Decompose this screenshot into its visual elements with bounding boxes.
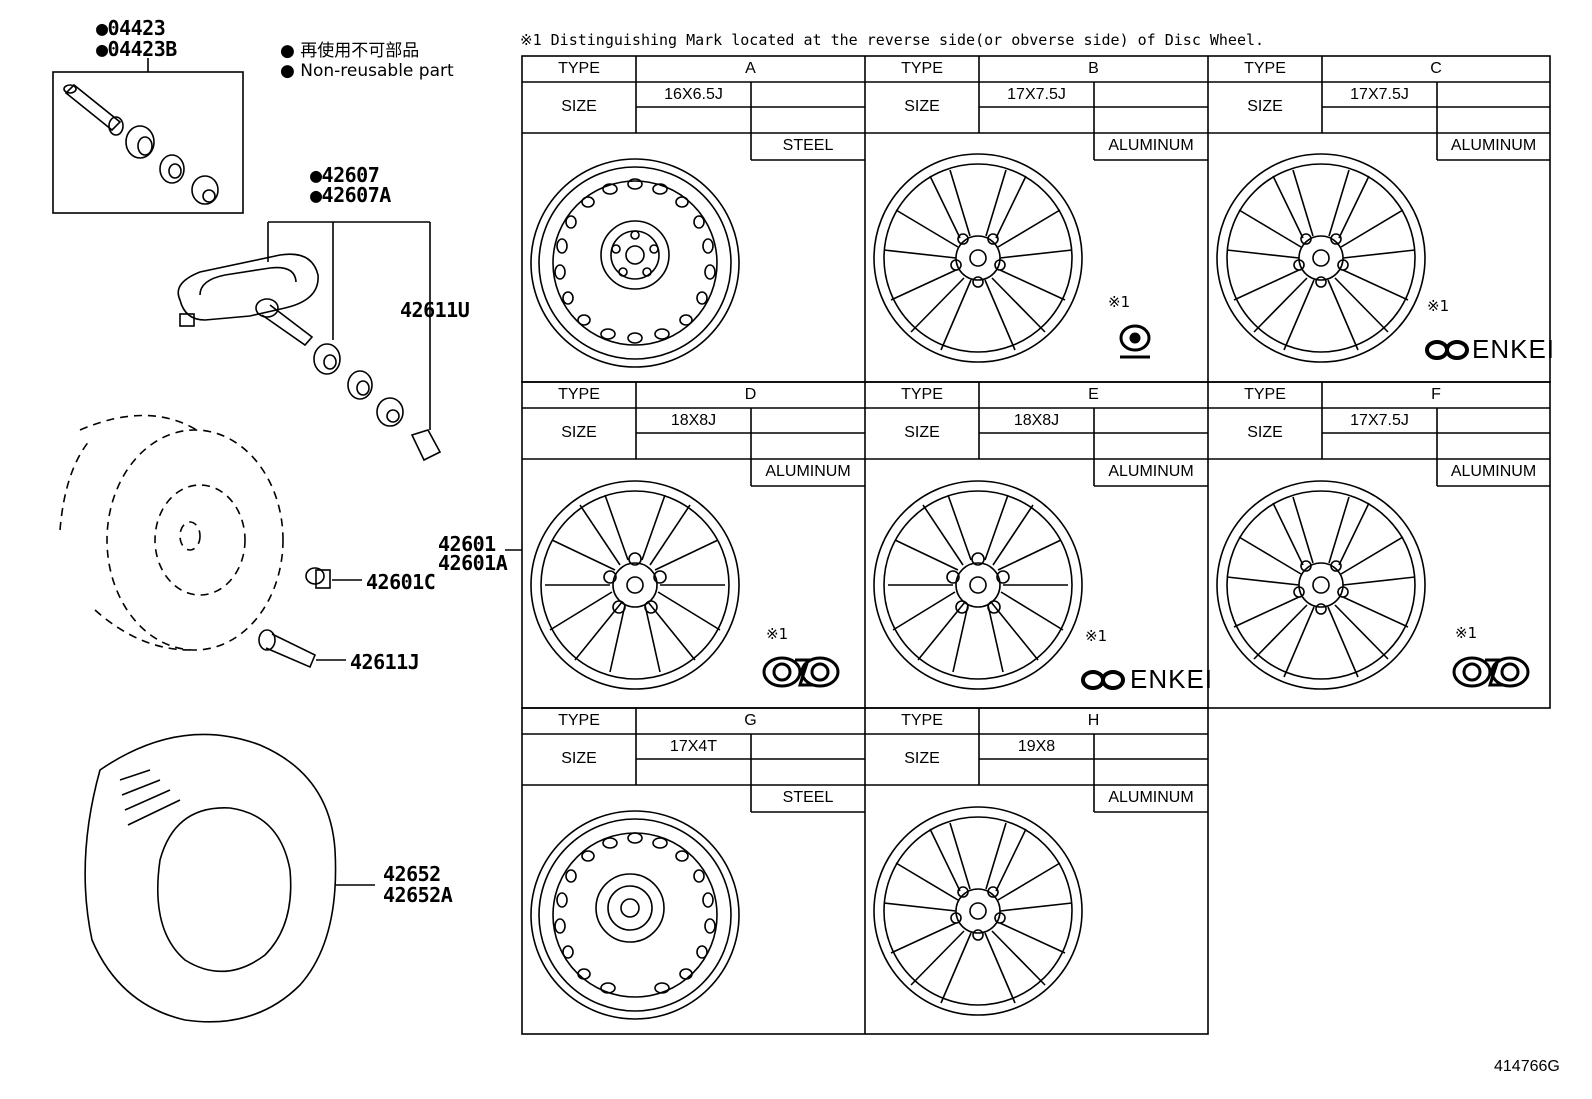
wheel-h-aluminum-icon bbox=[873, 806, 1083, 1016]
wheel-table-grid bbox=[521, 55, 1551, 1035]
type-label: TYPE bbox=[1244, 386, 1286, 403]
wheel-c-brand: ENKEI bbox=[1472, 334, 1556, 364]
wheel-g-type: G bbox=[744, 712, 757, 729]
size-label: SIZE bbox=[904, 424, 940, 441]
wheel-f-mark-ref: ※1 bbox=[1455, 624, 1478, 642]
part-42611j[interactable]: 42611J bbox=[350, 650, 420, 674]
type-label: TYPE bbox=[901, 60, 943, 77]
legend-bullet: ● bbox=[280, 41, 295, 61]
wheel-f-type: F bbox=[1431, 386, 1441, 403]
type-label: TYPE bbox=[558, 386, 600, 403]
part-42652[interactable]: 42652 bbox=[383, 862, 441, 886]
size-label: SIZE bbox=[1247, 424, 1283, 441]
type-label: TYPE bbox=[901, 712, 943, 729]
size-label: SIZE bbox=[561, 750, 597, 767]
spare-wheel-dashed-icon bbox=[59, 414, 284, 651]
part-42607[interactable]: ●42607 bbox=[310, 163, 380, 187]
wheel-g-size: 17X4T bbox=[669, 738, 718, 755]
part-04423b[interactable]: ●04423B bbox=[96, 37, 177, 61]
wheel-b-type: B bbox=[1088, 60, 1099, 77]
size-label: SIZE bbox=[561, 98, 597, 115]
wheel-e-brand: ENKEI bbox=[1130, 664, 1214, 694]
valve-kit-icon bbox=[63, 83, 219, 205]
legend-en-text: Non-reusable part bbox=[300, 61, 454, 81]
wheel-a-type: A bbox=[745, 60, 756, 77]
wheel-d-size: 18X8J bbox=[670, 412, 717, 429]
legend-japanese: ● 再使用不可部品 bbox=[280, 36, 419, 61]
size-label: SIZE bbox=[1247, 98, 1283, 115]
wheel-f-aluminum-icon bbox=[1216, 480, 1426, 690]
part-42601c[interactable]: 42601C bbox=[366, 570, 436, 594]
part-42652a[interactable]: 42652A bbox=[383, 883, 453, 907]
footnote: ※1 Distinguishing Mark located at the re… bbox=[520, 31, 1265, 49]
wheel-c-aluminum-icon bbox=[1216, 153, 1426, 363]
enkei-mark-icon-e bbox=[1081, 670, 1125, 690]
wheel-c-mark-ref: ※1 bbox=[1427, 297, 1450, 315]
wheel-g-material: STEEL bbox=[782, 789, 834, 806]
part-04423[interactable]: ●04423 bbox=[96, 16, 166, 40]
wheel-e-size: 18X8J bbox=[1013, 412, 1060, 429]
valve-stem-icon bbox=[258, 629, 317, 669]
size-label: SIZE bbox=[904, 98, 940, 115]
wheel-a-steel-icon bbox=[530, 158, 740, 368]
type-label: TYPE bbox=[558, 60, 600, 77]
type-label: TYPE bbox=[901, 386, 943, 403]
wheel-a-size: 16X6.5J bbox=[664, 86, 723, 103]
wheel-e-material: ALUMINUM bbox=[1108, 463, 1194, 480]
double-circle-mark-icon-f bbox=[1452, 656, 1530, 688]
wheel-e-type: E bbox=[1088, 386, 1099, 403]
wheel-d-aluminum-icon bbox=[530, 480, 740, 690]
wheel-h-material: ALUMINUM bbox=[1108, 789, 1194, 806]
wheel-f-size: 17X7.5J bbox=[1350, 412, 1409, 429]
wheel-a-material: STEEL bbox=[782, 137, 834, 154]
wheel-d-mark-ref: ※1 bbox=[766, 625, 789, 643]
size-label: SIZE bbox=[561, 424, 597, 441]
wheel-c-material: ALUMINUM bbox=[1450, 137, 1537, 154]
legend-bullet: ● bbox=[280, 61, 295, 81]
part-42601a[interactable]: 42601A bbox=[438, 551, 508, 575]
wheel-c-size: 17X7.5J bbox=[1350, 86, 1409, 103]
part-42607a[interactable]: ●42607A bbox=[310, 183, 391, 207]
size-label: SIZE bbox=[904, 750, 940, 767]
wheel-f-material: ALUMINUM bbox=[1450, 463, 1537, 480]
double-circle-mark-icon-d bbox=[762, 656, 840, 688]
tpms-sensor-icon bbox=[177, 253, 442, 462]
wheel-h-type: H bbox=[1087, 712, 1100, 729]
legend-jp-text: 再使用不可部品 bbox=[300, 41, 420, 61]
enkei-mark-icon-c bbox=[1425, 340, 1469, 360]
part-42611u[interactable]: 42611U bbox=[400, 298, 470, 322]
type-label: TYPE bbox=[1244, 60, 1286, 77]
wheel-nut-icon bbox=[305, 567, 331, 589]
type-label: TYPE bbox=[558, 712, 600, 729]
wheel-b-material: ALUMINUM bbox=[1108, 137, 1194, 154]
legend-english: ● Non-reusable part bbox=[280, 61, 454, 81]
wheel-b-mark-ref: ※1 bbox=[1108, 293, 1131, 311]
wheel-d-type: D bbox=[744, 386, 757, 403]
wheel-b-aluminum-icon bbox=[873, 153, 1083, 363]
wheel-g-steel-icon bbox=[530, 810, 740, 1020]
wheel-b-size: 17X7.5J bbox=[1007, 86, 1066, 103]
wheel-e-aluminum-icon bbox=[873, 480, 1083, 690]
wheel-h-size: 19X8 bbox=[1017, 738, 1056, 755]
wheel-e-mark-ref: ※1 bbox=[1085, 627, 1108, 645]
wheel-c-type: C bbox=[1430, 60, 1442, 77]
wheel-d-material: ALUMINUM bbox=[765, 463, 851, 480]
toyota-mark-icon-b bbox=[1119, 324, 1151, 359]
illustration-id: 414766G bbox=[1494, 1058, 1560, 1075]
tire-icon bbox=[84, 733, 337, 1023]
part-42601[interactable]: 42601 bbox=[438, 532, 496, 556]
